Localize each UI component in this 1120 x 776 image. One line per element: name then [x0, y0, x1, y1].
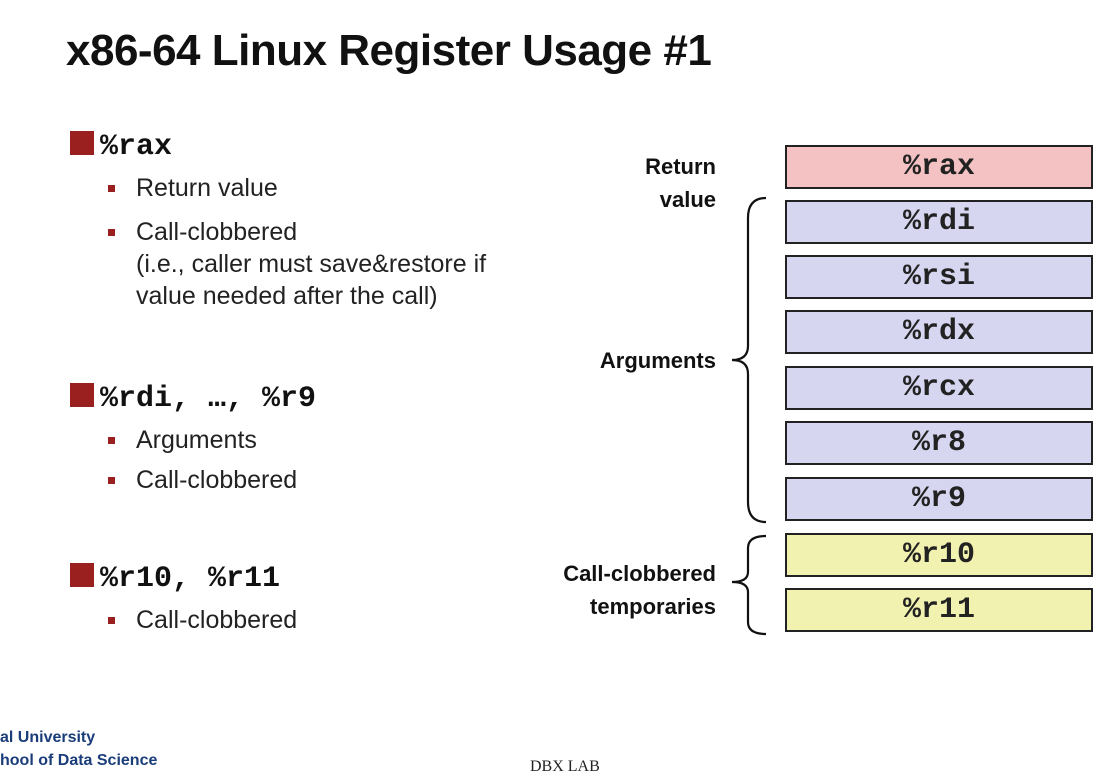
brace-icons	[731, 196, 767, 636]
bullet-icon	[108, 185, 115, 192]
heading-text: %rdi, …, %r9	[100, 382, 317, 416]
register-r10: %r10	[785, 533, 1093, 577]
footer-school: hool of Data Science	[0, 752, 158, 769]
label-line: Arguments	[599, 348, 716, 373]
register-r11: %r11	[785, 588, 1093, 632]
bullet-text: Call-clobbered	[136, 466, 298, 494]
arguments-brace-icon	[731, 196, 767, 524]
list-item: Call-clobbered (i.e., caller must save&r…	[108, 216, 486, 312]
section-heading: %r10, %r11	[70, 560, 297, 596]
section-heading: %rdi, …, %r9	[70, 380, 316, 416]
bullet-text: Call-clobbered	[136, 606, 298, 634]
temporaries-brace-icon	[731, 534, 767, 636]
heading-text: %rax	[100, 130, 173, 164]
heading-text: %r10, %r11	[100, 562, 281, 596]
return-value-label: Return value	[600, 150, 716, 216]
register-rcx: %rcx	[785, 366, 1093, 410]
list-item: Arguments	[108, 424, 316, 456]
list-item: Call-clobbered	[108, 604, 297, 636]
register-r9: %r9	[785, 477, 1093, 521]
footer-university: al University	[0, 729, 96, 746]
section-args: %rdi, …, %r9 Arguments Call-clobbered	[70, 380, 316, 496]
register-rdx: %rdx	[785, 310, 1093, 354]
bullet-text: Arguments	[136, 426, 257, 454]
label-line: temporaries	[590, 594, 716, 619]
slide-title: x86-64 Linux Register Usage #1	[66, 26, 712, 75]
square-bullet-icon	[70, 131, 94, 156]
bullet-icon	[108, 229, 115, 236]
register-rdi: %rdi	[785, 200, 1093, 244]
arguments-label: Arguments	[560, 344, 716, 377]
square-bullet-icon	[70, 563, 94, 588]
bullet-icon	[108, 617, 115, 624]
bullet-text-continued: value needed after the call)	[136, 282, 438, 310]
section-rax: %rax Return value Call-clobbered (i.e., …	[70, 128, 486, 312]
bullet-text: Call-clobbered	[136, 218, 298, 246]
bullet-icon	[108, 477, 115, 484]
square-bullet-icon	[70, 383, 94, 408]
footer-lab: DBX LAB	[530, 758, 600, 775]
section-temps: %r10, %r11 Call-clobbered	[70, 560, 297, 636]
label-line: Return	[645, 154, 716, 179]
label-line: value	[659, 187, 716, 212]
bullet-icon	[108, 437, 115, 444]
bullet-text-continued: (i.e., caller must save&restore if	[136, 250, 487, 278]
section-heading: %rax	[70, 128, 486, 164]
list-item: Call-clobbered	[108, 464, 316, 496]
register-rsi: %rsi	[785, 255, 1093, 299]
temporaries-label: Call-clobbered temporaries	[520, 557, 716, 623]
register-r8: %r8	[785, 421, 1093, 465]
bullet-text: Return value	[136, 174, 278, 202]
label-line: Call-clobbered	[563, 561, 716, 586]
list-item: Return value	[108, 172, 486, 204]
register-rax: %rax	[785, 145, 1093, 189]
